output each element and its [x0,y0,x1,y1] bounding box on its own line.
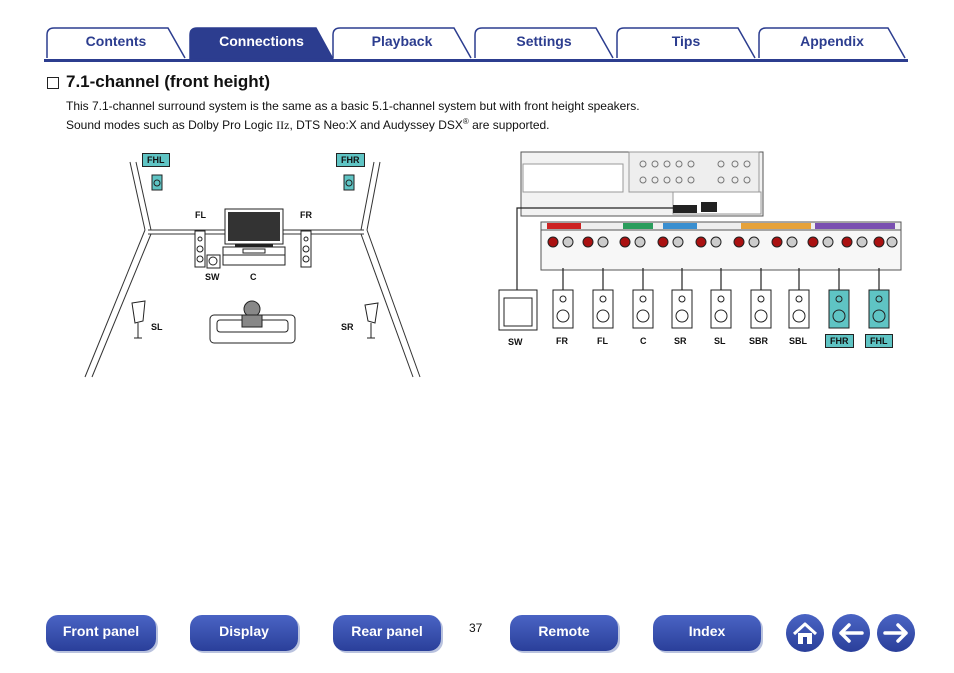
terminals [547,236,898,248]
section-checkbox-icon [47,77,59,89]
sr-label: SR [341,322,354,332]
tab-shape [616,27,756,59]
tab-shape [189,27,334,59]
tab-shape [758,27,906,59]
tab-label: Contents [85,33,147,49]
c-label: C [250,272,257,282]
speaker-label-sr: SR [674,336,687,346]
forward-button[interactable] [877,614,915,652]
receiver-panel [498,151,902,331]
speaker-label-sw: SW [508,337,523,347]
tab-shape [474,27,614,59]
speaker-label-sbl: SBL [789,336,807,346]
room-outline [84,161,421,378]
button-label: Display [219,623,269,639]
home-button[interactable] [786,614,824,652]
arrow-right-icon [883,623,908,643]
front-panel-button[interactable]: Front panel [46,615,156,651]
registered-mark: ® [462,117,469,126]
button-label: Index [688,623,726,639]
tab-tips[interactable]: Tips [616,27,756,59]
button-label: Remote [538,623,590,639]
room-diagram: FHL FHR FL FR SW C SL SR [80,145,430,380]
text-iiz: IIz [276,118,290,132]
fhr-tag: FHR [336,153,365,167]
tab-contents[interactable]: Contents [46,27,186,59]
speaker-label-fhr: FHR [825,334,854,348]
wiring-diagram: SW FR FL C SR SL SBR SBL FHR FHL [495,150,907,360]
page-number: 37 [469,621,483,635]
tab-connections[interactable]: Connections [189,27,334,59]
tab-underline [44,59,908,62]
text: , DTS Neo:X and Audyssey DSX [289,118,463,132]
speaker-label-fhl: FHL [865,334,893,348]
speaker-label-sbr: SBR [749,336,769,346]
speaker-label-fl: FL [597,336,608,346]
speaker-label-fr: FR [556,336,568,346]
button-label: Front panel [62,623,140,639]
remote-button[interactable]: Remote [510,615,618,651]
fhl-tag: FHL [142,153,170,167]
tab-label: Settings [516,33,572,49]
text: Sound modes such as Dolby Pro Logic [66,118,277,132]
index-button[interactable]: Index [653,615,761,651]
intro-line-2: Sound modes such as Dolby Pro Logic IIz,… [66,117,550,133]
button-label: Rear panel [351,623,423,639]
sw-label: SW [205,272,220,282]
tab-shape [46,27,186,59]
tab-appendix[interactable]: Appendix [758,27,906,59]
tab-playback[interactable]: Playback [332,27,472,59]
fr-label: FR [300,210,312,220]
tab-label: Playback [371,33,433,49]
back-button[interactable] [832,614,870,652]
sl-label: SL [151,322,163,332]
speaker-label-sl: SL [714,336,726,346]
tab-shape [332,27,472,59]
tab-settings[interactable]: Settings [474,27,614,59]
text: are supported. [468,118,550,132]
tab-bar: Contents Connections Playback Settings T… [44,27,908,61]
tab-label: Tips [671,33,701,49]
tab-label: Connections [219,33,304,49]
rear-panel-button[interactable]: Rear panel [333,615,441,651]
tab-label: Appendix [800,33,864,49]
display-button[interactable]: Display [190,615,298,651]
speaker-label-c: C [640,336,647,346]
home-icon [792,622,818,644]
intro-line-1: This 7.1-channel surround system is the … [66,99,640,113]
arrow-left-icon [839,623,864,643]
fl-label: FL [195,210,206,220]
section-title: 7.1-channel (front height) [66,72,270,91]
